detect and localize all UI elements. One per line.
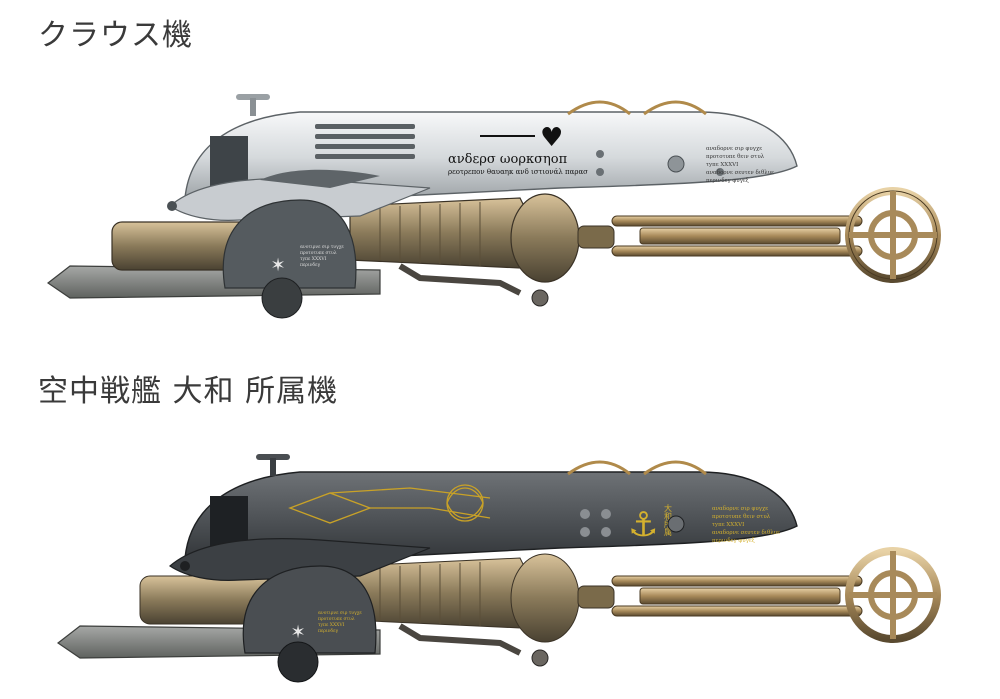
grille [210, 136, 248, 188]
svg-text:προτοτυπε στυλ: προτοτυπε στυλ [300, 250, 337, 256]
aircraft-klaus: ✶ ♥ ανδερσ ωορκσηοπ ρεοτρεπον θαυαηκ ανδ… [46, 94, 941, 319]
svg-text:τyπε XXXVI: τyπε XXXVI [706, 162, 738, 168]
rear-pod [242, 565, 377, 654]
section-heading-yamato: 空中戦艦 大和 所属機 [38, 374, 339, 409]
emblem-text: ανοτιρνε σιρ τυγχε προτοτυπε στυλ τyπε X… [300, 245, 344, 268]
svg-text:περινδεγ φυγεξ: περινδεγ φυγεξ [712, 538, 755, 544]
script-line: ανδερσ ωορκσηοπ [448, 152, 568, 167]
svg-text:αναδορνε σιρ φυγχε: αναδορνε σιρ φυγχε [706, 146, 762, 152]
svg-text:περινδεγ φυγεξ: περινδεγ φυγεξ [706, 178, 749, 184]
engine-sphere [510, 553, 580, 643]
front-ring-assembly [611, 547, 941, 643]
grille [210, 496, 248, 548]
gold-ornament [288, 484, 491, 524]
svg-text:προτοτυπε θειν στυλ: προτοτυπε θειν στυλ [706, 154, 765, 160]
anchor-icon: ⚓ [628, 505, 658, 545]
svg-text:προτοτυπε στυλ: προτοτυπε στυλ [318, 616, 355, 622]
side-sponson [169, 538, 431, 581]
emblem-text: ανοτιρνε σιρ τυγχε προτοτυπε στυλ τyπε X… [318, 611, 362, 634]
svg-text:αναδορνε σευτεν διθλυε: αναδορνε σευτεν διθλυε [706, 170, 774, 176]
rear-pod [222, 199, 357, 289]
eagle-emblem: ✶ [270, 255, 285, 276]
eagle-emblem: ✶ [290, 622, 305, 643]
landing-gear [398, 263, 522, 296]
landing-gear [398, 623, 522, 656]
svg-text:περινδεγ: περινδεγ [318, 628, 338, 634]
front-ring-assembly [611, 187, 941, 283]
vertical-text: 大和所属 [664, 503, 673, 537]
svg-text:αναδορνε σιρ φυγχε: αναδορνε σιρ φυγχε [712, 506, 768, 512]
svg-text:τyπε XXXVI: τyπε XXXVI [300, 256, 327, 262]
svg-text:τyπε XXXVI: τyπε XXXVI [712, 522, 744, 528]
svg-text:τyπε XXXVI: τyπε XXXVI [318, 622, 345, 628]
svg-text:ανοτιρνε σιρ τυγχε: ανοτιρνε σιρ τυγχε [318, 611, 362, 616]
section-heading-klaus: クラウス機 [38, 18, 193, 53]
aircraft-yamato: ⚓ 大和所属 ✶ αναδορνε σιρ φυγχε προτοτυπε θε… [56, 454, 941, 683]
data-block: αναδορνε σιρ φυγχε προτοτυπε θειν στυλ τ… [706, 146, 774, 184]
script-sub: ρεοτρεπον θαυαηκ ανδ ιστιονάλ παρασ [448, 168, 588, 176]
data-block: αναδορνε σιρ φυγχε προτοτυπε θειν στυλ τ… [712, 506, 780, 544]
svg-text:ανοτιρνε σιρ τυγχε: ανοτιρνε σιρ τυγχε [300, 245, 344, 250]
svg-text:αναδορνε σευτεν διθλυε: αναδορνε σευτεν διθλυε [712, 530, 780, 536]
svg-text:περινδεγ: περινδεγ [300, 262, 320, 268]
svg-text:προτοτυπε θειν στυλ: προτοτυπε θειν στυλ [712, 514, 771, 520]
engine-sphere [510, 193, 580, 283]
heart-icon: ♥ [540, 123, 563, 153]
